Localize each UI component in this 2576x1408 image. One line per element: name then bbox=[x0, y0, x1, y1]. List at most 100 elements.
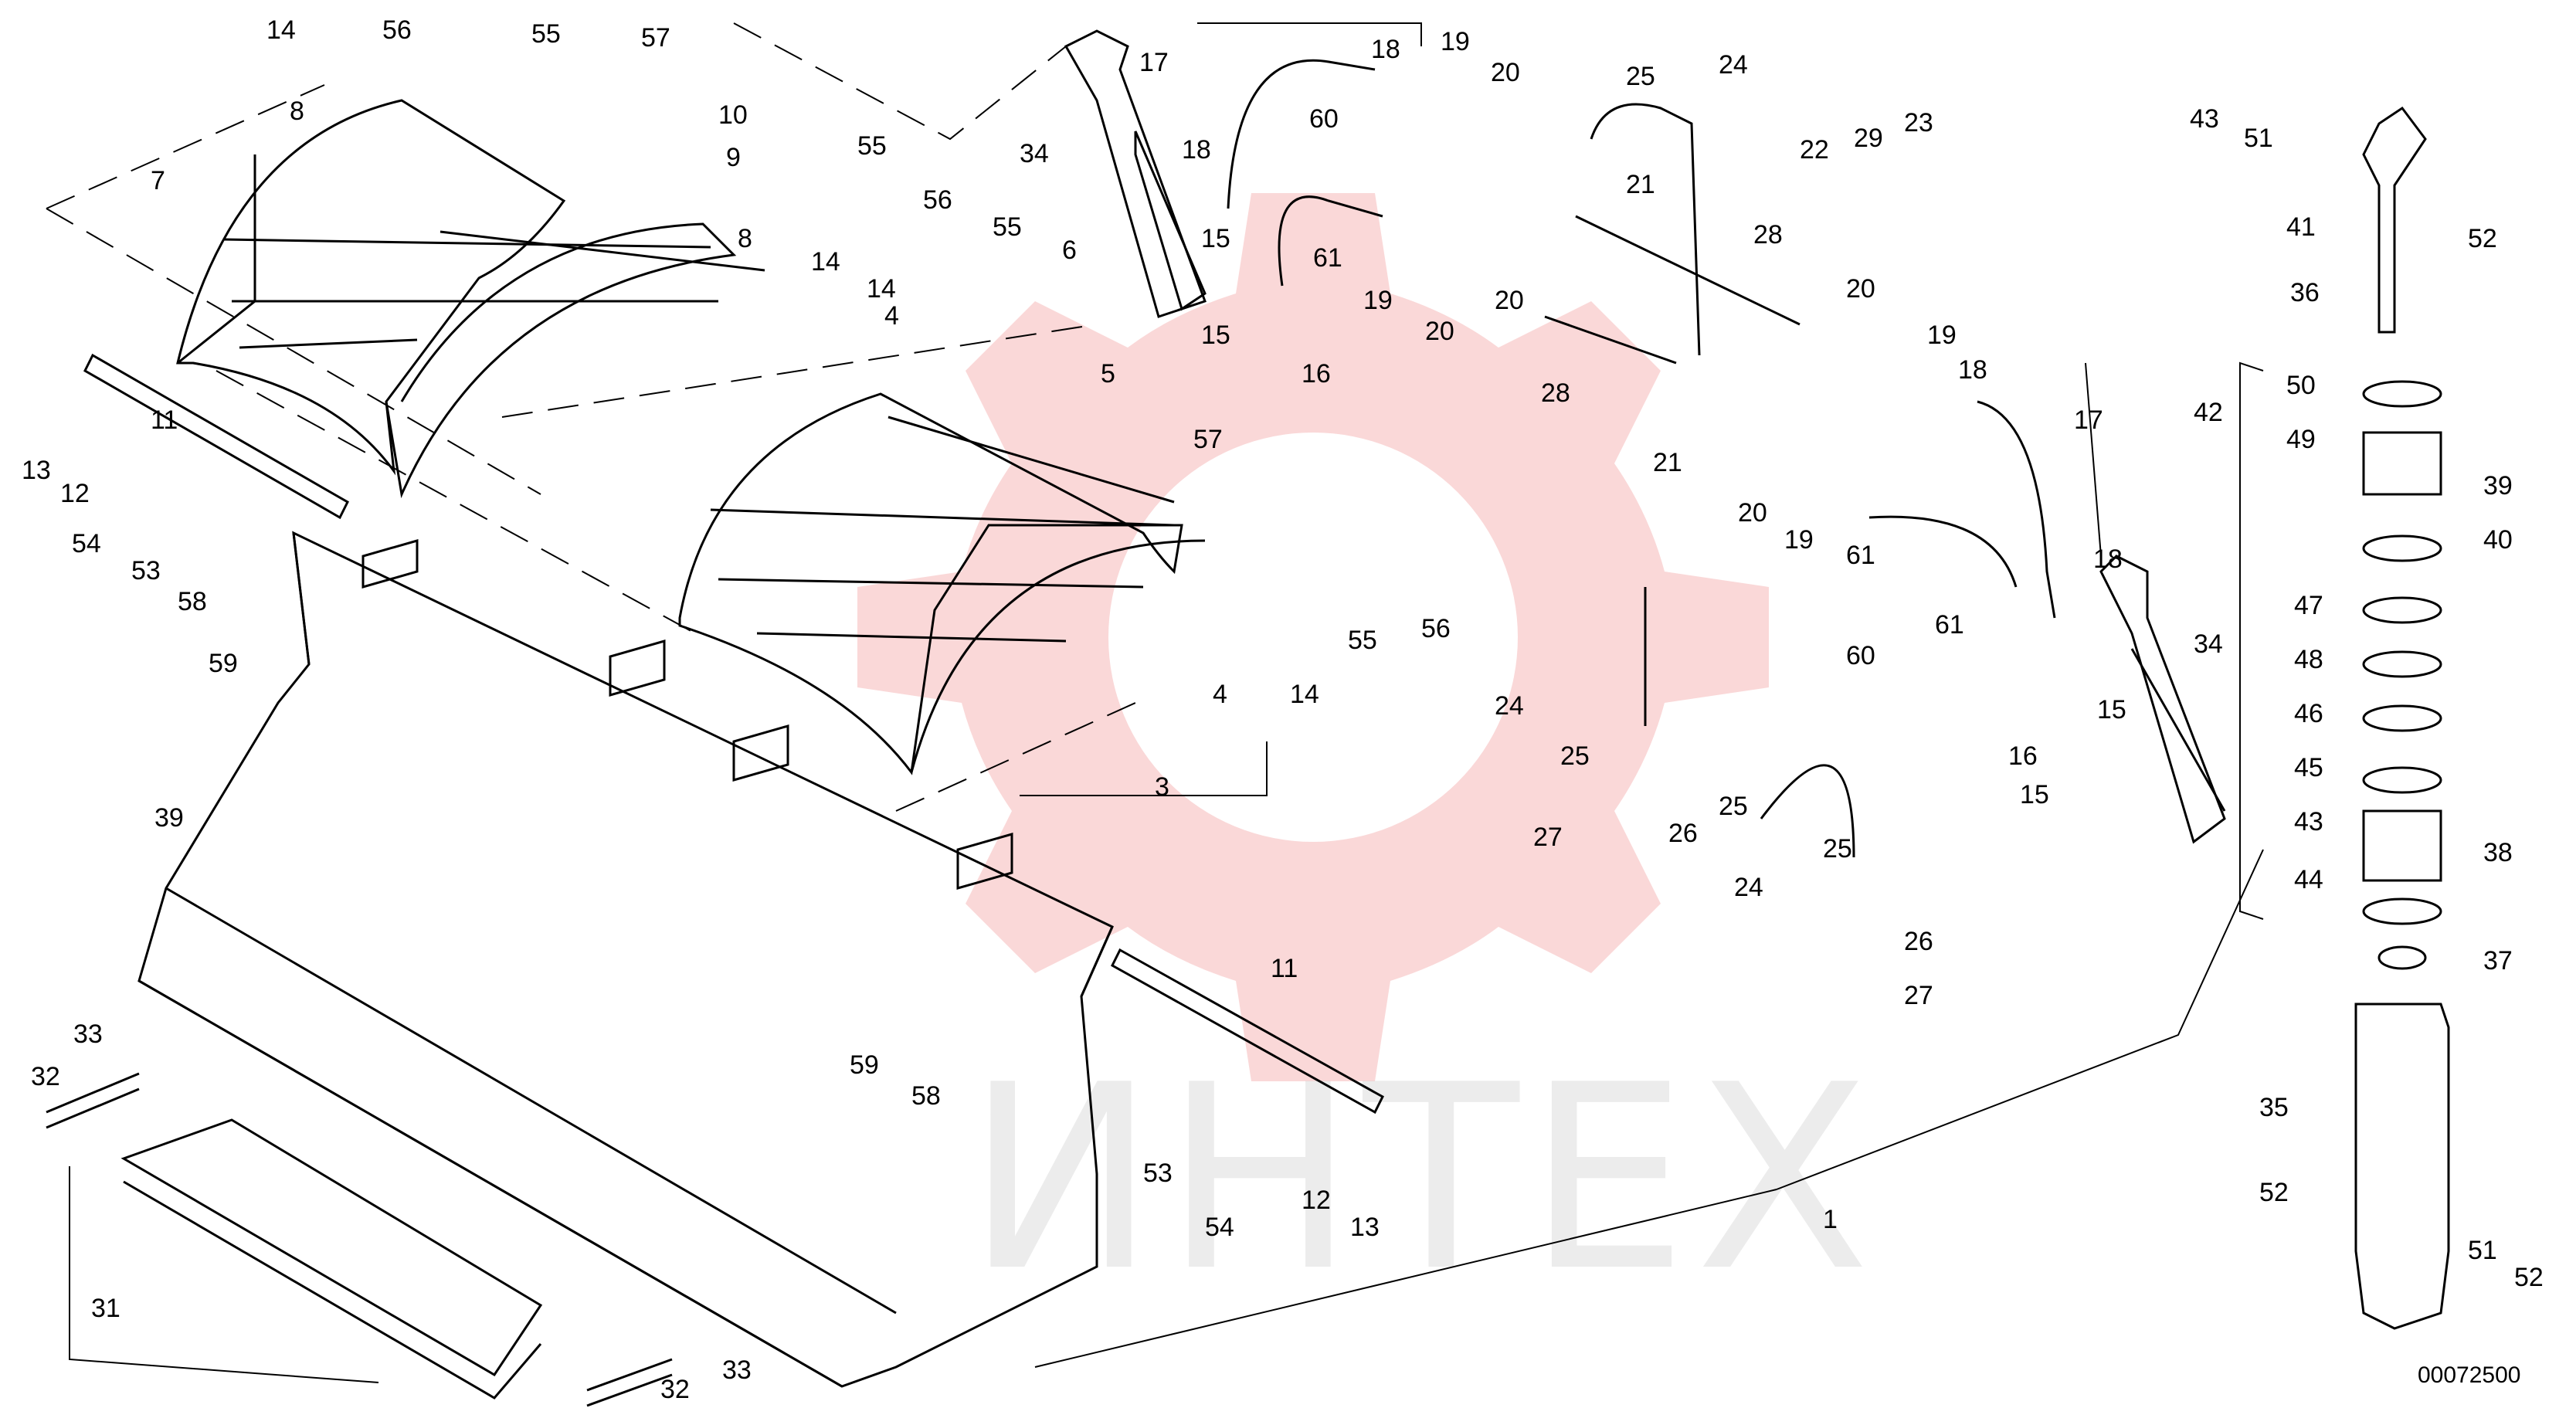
label-part-13: 13 bbox=[1350, 1213, 1380, 1242]
grapple-left bbox=[176, 99, 765, 499]
label-part-24: 24 bbox=[1495, 691, 1524, 721]
label-part-51: 51 bbox=[2468, 1236, 2497, 1265]
gear-logo-icon bbox=[857, 193, 1769, 1081]
label-part-25: 25 bbox=[1823, 834, 1852, 863]
label-part-56: 56 bbox=[382, 15, 412, 45]
label-part-17: 17 bbox=[2074, 405, 2103, 435]
label-part-26: 26 bbox=[1904, 927, 1933, 956]
label-part-8: 8 bbox=[290, 97, 304, 126]
label-part-39: 39 bbox=[2483, 471, 2513, 500]
label-part-12: 12 bbox=[60, 479, 90, 508]
label-part-32: 32 bbox=[660, 1375, 690, 1404]
callout-labels: 1 3 4 4 5 6 7 8 8 9 10 11 11 12 12 13 13… bbox=[22, 15, 2544, 1404]
label-part-34: 34 bbox=[2194, 629, 2223, 659]
label-part-25: 25 bbox=[1626, 62, 1655, 91]
label-part-39: 39 bbox=[154, 803, 184, 833]
label-part-20: 20 bbox=[1846, 274, 1875, 304]
label-part-36: 36 bbox=[2290, 278, 2320, 307]
label-part-11: 11 bbox=[151, 405, 178, 435]
label-part-53: 53 bbox=[131, 556, 161, 585]
label-part-55: 55 bbox=[531, 19, 561, 49]
label-part-18: 18 bbox=[1958, 355, 1987, 385]
label-part-16: 16 bbox=[2008, 741, 2038, 771]
label-part-21: 21 bbox=[1653, 448, 1682, 477]
label-part-15: 15 bbox=[1201, 321, 1230, 350]
label-part-20: 20 bbox=[1738, 498, 1767, 528]
label-part-27: 27 bbox=[1533, 823, 1563, 852]
label-part-5: 5 bbox=[1101, 359, 1115, 388]
label-part-41: 41 bbox=[2286, 212, 2316, 242]
label-part-11: 11 bbox=[1271, 954, 1298, 983]
label-part-4: 4 bbox=[1213, 680, 1227, 709]
label-part-17: 17 bbox=[1139, 48, 1169, 77]
label-part-25: 25 bbox=[1560, 741, 1590, 771]
label-part-19: 19 bbox=[1927, 321, 1957, 350]
label-part-59: 59 bbox=[209, 649, 238, 678]
label-part-4: 4 bbox=[884, 301, 899, 331]
label-part-28: 28 bbox=[1753, 220, 1783, 249]
label-part-18: 18 bbox=[1371, 35, 1400, 64]
label-part-45: 45 bbox=[2294, 753, 2323, 782]
bucket bbox=[137, 531, 1114, 1388]
label-part-40: 40 bbox=[2483, 525, 2513, 555]
label-part-60: 60 bbox=[1846, 641, 1875, 670]
label-part-56: 56 bbox=[923, 185, 952, 215]
label-part-14: 14 bbox=[1290, 680, 1319, 709]
assembly-lines bbox=[46, 22, 1136, 812]
label-part-48: 48 bbox=[2294, 645, 2323, 674]
label-part-55: 55 bbox=[1348, 626, 1377, 655]
label-part-25: 25 bbox=[1719, 792, 1748, 821]
label-part-33: 33 bbox=[722, 1355, 752, 1385]
label-part-61: 61 bbox=[1935, 610, 1964, 640]
label-part-32: 32 bbox=[31, 1062, 60, 1091]
label-part-52: 52 bbox=[2468, 224, 2497, 253]
label-part-15: 15 bbox=[1201, 224, 1230, 253]
label-part-42: 42 bbox=[2194, 398, 2223, 427]
springs bbox=[46, 1072, 673, 1407]
label-part-56: 56 bbox=[1421, 614, 1451, 643]
label-part-49: 49 bbox=[2286, 425, 2316, 454]
label-part-7: 7 bbox=[151, 166, 165, 195]
label-part-21: 21 bbox=[1626, 170, 1655, 199]
label-part-14: 14 bbox=[266, 15, 296, 45]
label-part-55: 55 bbox=[857, 131, 887, 161]
label-part-20: 20 bbox=[1425, 317, 1454, 346]
label-part-10: 10 bbox=[718, 100, 748, 130]
label-part-35: 35 bbox=[2259, 1093, 2289, 1122]
label-part-14: 14 bbox=[811, 247, 840, 277]
grapple-right bbox=[678, 392, 1206, 775]
label-part-34: 34 bbox=[1020, 139, 1049, 168]
label-part-31: 31 bbox=[91, 1294, 120, 1323]
leader-lines bbox=[69, 22, 2264, 1383]
label-part-12: 12 bbox=[1302, 1186, 1331, 1215]
document-code: 00072500 bbox=[2418, 1362, 2520, 1388]
cutting-edge bbox=[120, 1118, 543, 1400]
label-part-19: 19 bbox=[1784, 525, 1814, 555]
label-part-52: 52 bbox=[2259, 1178, 2289, 1207]
label-part-43: 43 bbox=[2294, 807, 2323, 836]
label-part-29: 29 bbox=[1854, 124, 1883, 153]
label-part-23: 23 bbox=[1904, 108, 1933, 137]
label-part-59: 59 bbox=[850, 1050, 879, 1080]
label-part-38: 38 bbox=[2483, 838, 2513, 867]
label-part-50: 50 bbox=[2286, 371, 2316, 400]
label-part-44: 44 bbox=[2294, 865, 2323, 894]
cylinder-left bbox=[1064, 29, 1207, 318]
label-part-19: 19 bbox=[1441, 27, 1470, 56]
label-part-54: 54 bbox=[1205, 1213, 1234, 1242]
label-part-15: 15 bbox=[2097, 695, 2126, 724]
label-part-15: 15 bbox=[2020, 780, 2049, 809]
watermark: ИНТЕХ bbox=[857, 193, 1870, 1327]
label-part-37: 37 bbox=[2483, 946, 2513, 975]
label-part-8: 8 bbox=[738, 224, 752, 253]
label-part-51: 51 bbox=[2244, 124, 2273, 153]
label-part-3: 3 bbox=[1155, 772, 1169, 802]
label-part-1: 1 bbox=[1823, 1205, 1838, 1234]
label-part-18: 18 bbox=[2093, 545, 2123, 574]
label-part-52: 52 bbox=[2514, 1263, 2544, 1292]
label-part-43: 43 bbox=[2190, 104, 2219, 134]
label-part-54: 54 bbox=[72, 529, 101, 558]
label-part-47: 47 bbox=[2294, 591, 2323, 620]
hoses bbox=[1227, 59, 2056, 858]
